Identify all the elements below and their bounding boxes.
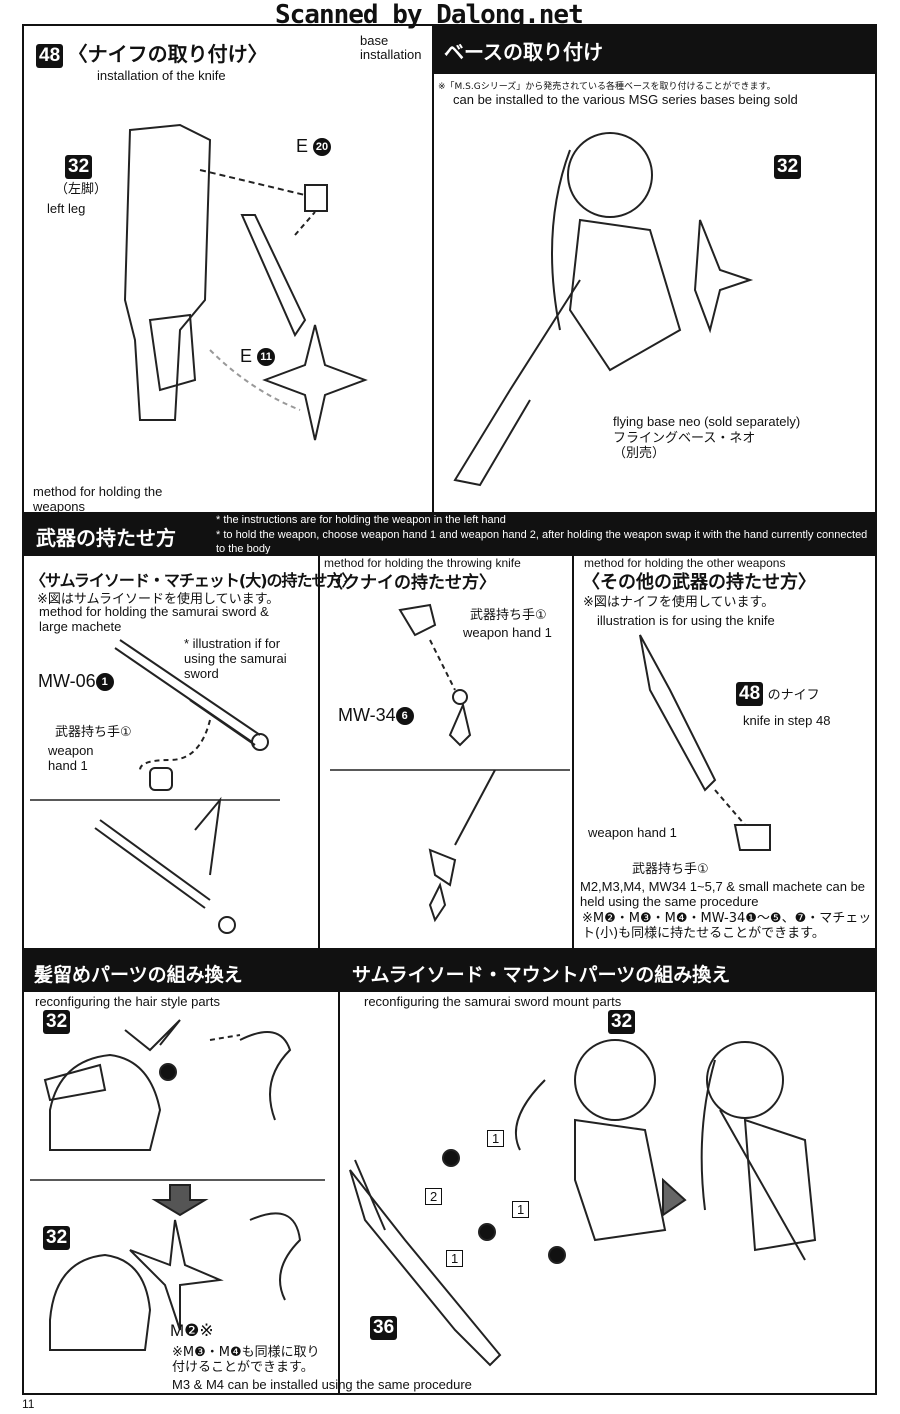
samurai-illustration-note: * illustration if for using the samurai … <box>184 636 287 681</box>
knife-hold-illustration <box>639 634 771 851</box>
kunai-label-en: method for holding the throwing knife <box>324 556 521 570</box>
mount-title-en: reconfiguring the samurai sword mount pa… <box>364 994 622 1009</box>
base-note-en: can be installed to the various MSG seri… <box>453 92 798 107</box>
weapons-label-en: method for holding the weapons <box>33 484 163 514</box>
kunai-title-jp: 〈クナイの持たせ方〉 <box>326 573 496 593</box>
part-e: E <box>296 136 309 156</box>
knife-leg-illustration <box>123 123 368 441</box>
other-panel <box>572 554 877 950</box>
sold-separately-jp: （別売） <box>613 446 666 461</box>
step-48: 48 <box>736 682 764 706</box>
knife-title: 48 〈ナイフの取り付け〉 <box>36 38 268 68</box>
kunai-illustration <box>330 603 570 923</box>
knife-jp: のナイフ <box>767 688 820 703</box>
other-note-en: illustration is for using the knife <box>597 613 775 628</box>
samurai-sword-illustration <box>30 639 280 934</box>
hair-note-jp: ※M❸・M❹も同様に取り付けることができます。 <box>172 1345 320 1375</box>
step-1: 1 <box>487 1130 505 1147</box>
part-e: E <box>240 346 253 366</box>
weapons-note-2: * to hold the weapon, choose weapon hand… <box>216 529 868 555</box>
hair-header: 髪留めパーツの組み換え <box>22 950 340 992</box>
other-title-jp: 〈その他の武器の持たせ方〉 <box>582 572 816 593</box>
hair-parts-illustration <box>30 1019 325 1351</box>
part-number: 6 <box>395 707 414 726</box>
flying-base-jp: フライングベース・ネオ <box>613 431 756 446</box>
step-1: 1 <box>512 1201 530 1218</box>
samurai-note-en: method for holding the samurai sword & l… <box>39 604 269 634</box>
page-number: 11 <box>22 1397 35 1411</box>
base-header: ベースの取り付け <box>432 24 877 74</box>
left-leg-en: left leg <box>47 201 86 216</box>
part-32: 32 <box>43 1226 71 1250</box>
hand-en: weapon hand 1 <box>48 743 94 773</box>
hand-jp: 武器持ち手① <box>632 862 709 877</box>
part-e11: 11 <box>257 348 276 367</box>
base-note-jp: ※「M.S.Gシリーズ」から発売されている各種ベースを取り付けることができます。 <box>438 82 776 92</box>
hair-note-en: M3 & M4 can be installed using the same … <box>172 1377 472 1392</box>
other-note-jp: ※図はナイフを使用しています。 <box>583 595 775 610</box>
hair-title-en: reconfiguring the hair style parts <box>35 994 220 1009</box>
part-32: 32 <box>774 155 802 179</box>
left-leg-jp: （左脚） <box>55 182 108 197</box>
weapons-header: 武器の持たせ方 * the instructions are for holdi… <box>22 512 877 556</box>
part-number: 1 <box>95 673 114 692</box>
step-number: 48 <box>36 44 64 68</box>
part-mw34: MW-34 <box>338 705 396 725</box>
part-m2: M❷※ <box>170 1321 214 1340</box>
hand-en: weapon hand 1 <box>463 625 552 640</box>
hand-jp: 武器持ち手① <box>470 608 547 623</box>
knife-title-en: installation of the knife <box>97 68 226 83</box>
knife-title-jp: 〈ナイフの取り付け〉 <box>67 42 268 66</box>
step-2: 2 <box>425 1188 443 1205</box>
same-procedure-jp: ※M❷・M❸・M❹・MW-34❶〜❺、❼・マチェット(小)も同様に持たせることが… <box>582 911 872 941</box>
hand-en: weapon hand 1 <box>588 825 677 840</box>
sword-mount-illustration <box>349 1039 817 1367</box>
part-36: 36 <box>370 1316 398 1340</box>
weapons-title-jp: 武器の持たせ方 <box>36 526 176 550</box>
samurai-note-jp: ※図はサムライソードを使用しています。 <box>37 592 280 607</box>
base-title-jp: ベースの取り付け <box>444 40 603 64</box>
figure-on-base-illustration <box>453 132 754 487</box>
weapons-note-1: * the instructions are for holding the w… <box>216 514 506 526</box>
part-32: 32 <box>43 1010 71 1034</box>
part-e20: 20 <box>313 138 332 157</box>
hair-title-jp: 髪留めパーツの組み換え <box>34 964 243 986</box>
same-procedure-en: M2,M3,M4, MW34 1~5,7 & small machete can… <box>580 879 866 909</box>
flying-base-en: flying base neo (sold separately) <box>613 414 801 429</box>
part-32: 32 <box>65 155 93 179</box>
base-label-en: base installation <box>360 33 422 62</box>
hand-jp: 武器持ち手① <box>55 725 132 740</box>
mount-title-jp: サムライソード・マウントパーツの組み換え <box>352 964 731 986</box>
part-mw06: MW-06 <box>38 671 96 691</box>
step-1: 1 <box>446 1250 464 1267</box>
mount-header: サムライソード・マウントパーツの組み換え <box>338 950 877 992</box>
part-32: 32 <box>608 1010 636 1034</box>
samurai-title-jp: 〈サムライソード・マチェット(大)の持たせ方〉 <box>30 571 358 590</box>
other-label-en: method for holding the other weapons <box>584 556 786 570</box>
knife-en: knife in step 48 <box>743 713 831 728</box>
